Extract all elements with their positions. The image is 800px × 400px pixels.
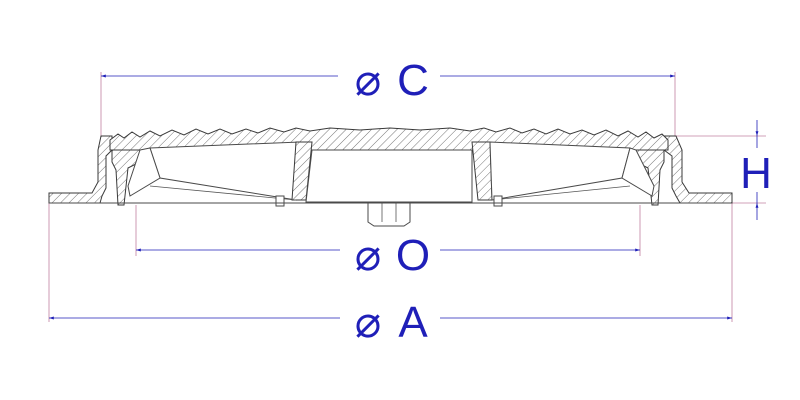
cover-skirt-left: [127, 147, 161, 197]
dimension-label-c: C: [397, 56, 429, 105]
frame-flange-right: [663, 135, 733, 204]
cover-lower-line-left: [149, 185, 297, 201]
diameter-symbol-c: ⌀: [355, 56, 382, 105]
diameter-symbol-o: ⌀: [355, 231, 382, 280]
dimension-c: ⌀ C: [100, 50, 676, 136]
dimension-a: ⌀ A: [48, 203, 733, 347]
dimension-o: ⌀ O: [135, 205, 641, 280]
cover-cell-center: [305, 149, 473, 203]
lug-right: [493, 195, 503, 207]
diameter-symbol-a: ⌀: [355, 298, 382, 347]
cover-cell-right: [489, 141, 631, 201]
dimension-label-o: O: [396, 231, 430, 280]
dimension-label-h: H: [740, 149, 772, 198]
dimension-label-bg-h: [738, 148, 776, 192]
central-lock-housing: [367, 201, 411, 227]
dimension-label-bg-c: [338, 50, 440, 104]
cover-skirt-right: [621, 147, 655, 197]
cover-lower-line-right: [491, 185, 631, 201]
cover-rib-right: [471, 141, 493, 201]
dimension-label-bg-o: [340, 226, 440, 278]
frame-flange-left: [48, 135, 113, 204]
dimension-label-a: A: [398, 298, 428, 347]
cover-lugs: [275, 195, 503, 227]
dimension-h: H: [676, 120, 776, 220]
cover-cell-left: [149, 141, 301, 201]
cover-body: [127, 141, 655, 203]
dimension-label-bg-a: [340, 292, 440, 346]
lug-left: [275, 195, 285, 207]
